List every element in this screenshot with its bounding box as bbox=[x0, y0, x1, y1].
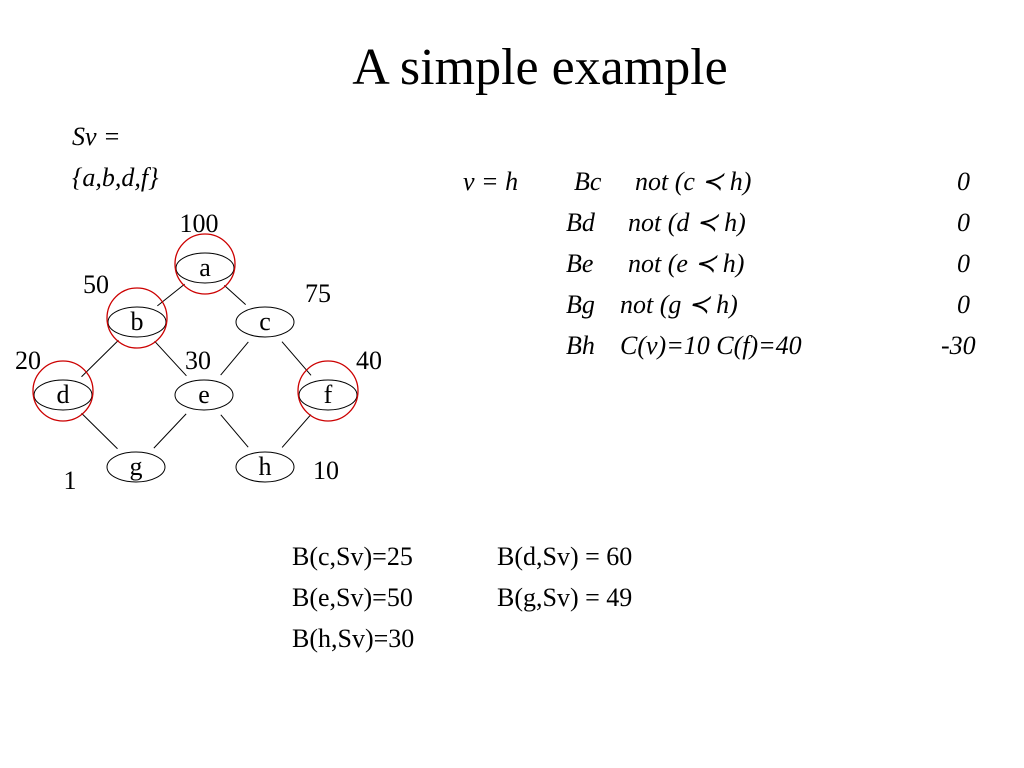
graph-edge-c-e bbox=[220, 341, 249, 376]
node-ellipse bbox=[33, 379, 93, 411]
graph-node-b: b bbox=[106, 287, 168, 349]
benefit-value: B(e,Sv)=50 bbox=[292, 583, 413, 612]
graph-nodes: a b c d e f g h bbox=[32, 233, 359, 483]
node-ellipse bbox=[107, 306, 167, 338]
node-label: e bbox=[198, 380, 210, 409]
node-label: g bbox=[130, 452, 143, 481]
node-label: d bbox=[57, 380, 70, 409]
node-label: b bbox=[131, 307, 144, 336]
benefit-row-name: Bh bbox=[566, 331, 595, 360]
benefit-row-condition: not (d ≺ h) bbox=[628, 208, 746, 237]
node-ellipse bbox=[298, 379, 358, 411]
graph-node-d: d bbox=[32, 360, 94, 422]
node-ellipse bbox=[235, 451, 295, 483]
benefit-row-condition: not (c ≺ h) bbox=[635, 167, 752, 196]
selected-set-value: {a,b,d,f} bbox=[72, 163, 159, 192]
graph-edge-d-g bbox=[81, 412, 118, 450]
selection-circle bbox=[297, 360, 359, 422]
benefit-row-name: Bd bbox=[566, 208, 595, 237]
node-ellipse bbox=[106, 451, 166, 483]
page-title: A simple example bbox=[352, 39, 728, 96]
graph-edge-b-e bbox=[154, 340, 187, 377]
node-weight-e: 30 bbox=[185, 346, 211, 375]
node-weight-h: 10 bbox=[313, 456, 339, 485]
node-label: f bbox=[324, 380, 333, 409]
node-weight-b: 50 bbox=[83, 270, 109, 299]
benefit-value: B(g,Sv) = 49 bbox=[497, 583, 633, 612]
graph-weights: 100 50 75 20 30 40 1 10 bbox=[15, 209, 382, 495]
graph-edge-e-g bbox=[153, 413, 187, 449]
selection-circle bbox=[32, 360, 94, 422]
benefit-row-value: 0 bbox=[957, 290, 970, 319]
node-label: h bbox=[259, 452, 272, 481]
benefit-row-condition: C(v)=10 C(f)=40 bbox=[620, 331, 802, 360]
node-weight-c: 75 bbox=[305, 279, 331, 308]
graph-node-c: c bbox=[235, 306, 295, 338]
view-prefix: v = h bbox=[463, 167, 519, 196]
benefit-value: B(c,Sv)=25 bbox=[292, 542, 413, 571]
node-ellipse bbox=[235, 306, 295, 338]
benefit-row-condition: not (e ≺ h) bbox=[628, 249, 745, 278]
selected-set-label: Sv = bbox=[72, 122, 121, 151]
graph-edge-a-c bbox=[223, 285, 247, 305]
benefit-row-name: Bc bbox=[574, 167, 602, 196]
graph-node-g: g bbox=[106, 451, 166, 483]
benefit-row-condition: not (g ≺ h) bbox=[620, 290, 738, 319]
graph-edge-a-b bbox=[157, 283, 185, 307]
node-ellipse bbox=[175, 252, 235, 284]
node-weight-d: 20 bbox=[15, 346, 41, 375]
benefit-row-name: Be bbox=[566, 249, 594, 278]
node-label: c bbox=[259, 307, 271, 336]
graph-node-f: f bbox=[297, 360, 359, 422]
node-weight-g: 1 bbox=[64, 466, 77, 495]
node-label: a bbox=[199, 253, 211, 282]
benefit-value: B(h,Sv)=30 bbox=[292, 624, 415, 653]
benefit-value: B(d,Sv) = 60 bbox=[497, 542, 633, 571]
graph-edges bbox=[81, 283, 312, 450]
graph-node-h: h bbox=[235, 451, 295, 483]
node-weight-f: 40 bbox=[356, 346, 382, 375]
benefit-row-value: 0 bbox=[957, 167, 970, 196]
benefit-row-value: -30 bbox=[941, 331, 976, 360]
node-ellipse bbox=[174, 379, 234, 411]
benefit-row-name: Bg bbox=[566, 290, 595, 319]
selection-circle bbox=[106, 287, 168, 349]
selection-circle bbox=[174, 233, 236, 295]
benefit-row-value: 0 bbox=[957, 208, 970, 237]
graph-node-e: e bbox=[174, 379, 234, 411]
graph-edge-f-h bbox=[281, 414, 312, 448]
benefit-row-value: 0 bbox=[957, 249, 970, 278]
graph-edge-b-d bbox=[81, 339, 119, 378]
node-weight-a: 100 bbox=[180, 209, 219, 238]
graph-node-a: a bbox=[174, 233, 236, 295]
graph-edge-e-h bbox=[220, 414, 249, 448]
